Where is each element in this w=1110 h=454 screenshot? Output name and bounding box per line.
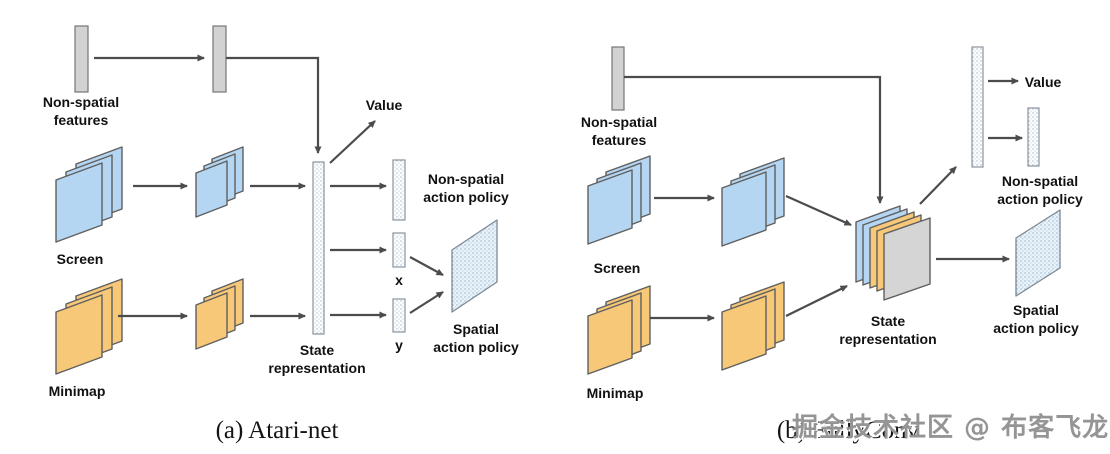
b-caption: (b) FullyConv: [777, 417, 920, 444]
b-spatial-label-line1: Spatial: [1013, 302, 1059, 318]
a-minimap-stack: [55, 278, 123, 375]
a-arrow-y-spatial: [409, 291, 444, 314]
a-minimap-conv-front: [195, 292, 228, 350]
a-screen-label: Screen: [57, 251, 104, 267]
b-screen-conv-front: [721, 171, 767, 247]
b-arrow-nonspatial-state: [624, 75, 884, 204]
a-np-policy-label-line2: action policy: [423, 189, 509, 205]
b-minimap-layer-front: [587, 299, 633, 375]
a-state-representation-bar: [312, 161, 325, 335]
b-minimap-conv-front: [721, 295, 767, 371]
a-arrow-nonspatial-state: [226, 56, 322, 154]
a-arrow-x-spatial: [409, 256, 444, 276]
b-spatial-label-line2: action policy: [993, 320, 1079, 336]
b-arrow-minimapconv-state: [785, 285, 848, 317]
b-non-spatial-label-line1: Non-spatial: [581, 114, 657, 130]
a-np-policy-label-line1: Non-spatial: [428, 171, 504, 187]
b-arrow-state-fc: [919, 166, 957, 205]
b-screen-label: Screen: [594, 260, 641, 276]
b-minimap-stack: [587, 285, 651, 375]
a-spatial-policy-plane: [451, 219, 498, 313]
a-non-spatial-label-line2: features: [54, 112, 109, 128]
b-np-policy-label-line2: action policy: [997, 191, 1083, 207]
a-non-spatial-input-bar: [74, 25, 89, 93]
a-minimap-conv-stack: [195, 278, 244, 350]
b-screen-layer-front: [587, 169, 633, 245]
a-minimap-layer-front: [55, 294, 103, 375]
a-state-label-line1: State: [300, 342, 334, 358]
a-spatial-label-line1: Spatial: [453, 321, 499, 337]
a-caption: (a) Atari-net: [216, 417, 339, 444]
a-spatial-label-line2: action policy: [433, 339, 519, 355]
b-non-spatial-policy-bar: [1027, 107, 1040, 167]
b-non-spatial-input-bar: [611, 46, 625, 111]
b-screen-stack: [587, 155, 651, 245]
watermark-text: 掘金技术社区 @ 布客飞龙: [792, 413, 1110, 443]
a-y-bar: [392, 298, 406, 333]
panel-a-atari-net: Non-spatial features Screen Minimap: [43, 25, 519, 444]
a-state-label-line2: representation: [268, 360, 365, 376]
b-non-spatial-label-line2: features: [592, 132, 647, 148]
a-screen-layer-front: [55, 162, 103, 243]
b-minimap-conv-stack: [721, 281, 785, 371]
b-spatial-policy-plane: [1015, 209, 1061, 297]
b-arrow-screenconv-state: [785, 194, 852, 227]
b-state-label-line1: State: [871, 313, 905, 329]
a-non-spatial-fc-bar: [212, 25, 227, 93]
b-value-label: Value: [1025, 74, 1062, 90]
b-fc-bar: [971, 46, 984, 168]
a-screen-conv-front: [195, 160, 228, 218]
a-value-label: Value: [366, 97, 403, 113]
a-arrow-state-value: [329, 120, 376, 164]
a-x-label: x: [395, 272, 403, 288]
a-screen-conv-stack: [195, 146, 244, 218]
b-minimap-label: Minimap: [587, 385, 644, 401]
a-y-label: y: [395, 337, 403, 353]
a-x-bar: [392, 232, 406, 268]
b-screen-conv-stack: [721, 157, 785, 247]
a-screen-stack: [55, 146, 123, 243]
b-state-nonspatial-layer: [883, 217, 931, 301]
a-non-spatial-label-line1: Non-spatial: [43, 94, 119, 110]
b-state-label-line2: representation: [839, 331, 936, 347]
panel-b-fullyconv: Non-spatial features Screen Minimap: [581, 46, 1083, 444]
a-non-spatial-policy-bar: [392, 159, 406, 221]
b-state-stack: [855, 205, 931, 301]
b-np-policy-label-line1: Non-spatial: [1002, 173, 1078, 189]
a-minimap-label: Minimap: [49, 383, 106, 399]
